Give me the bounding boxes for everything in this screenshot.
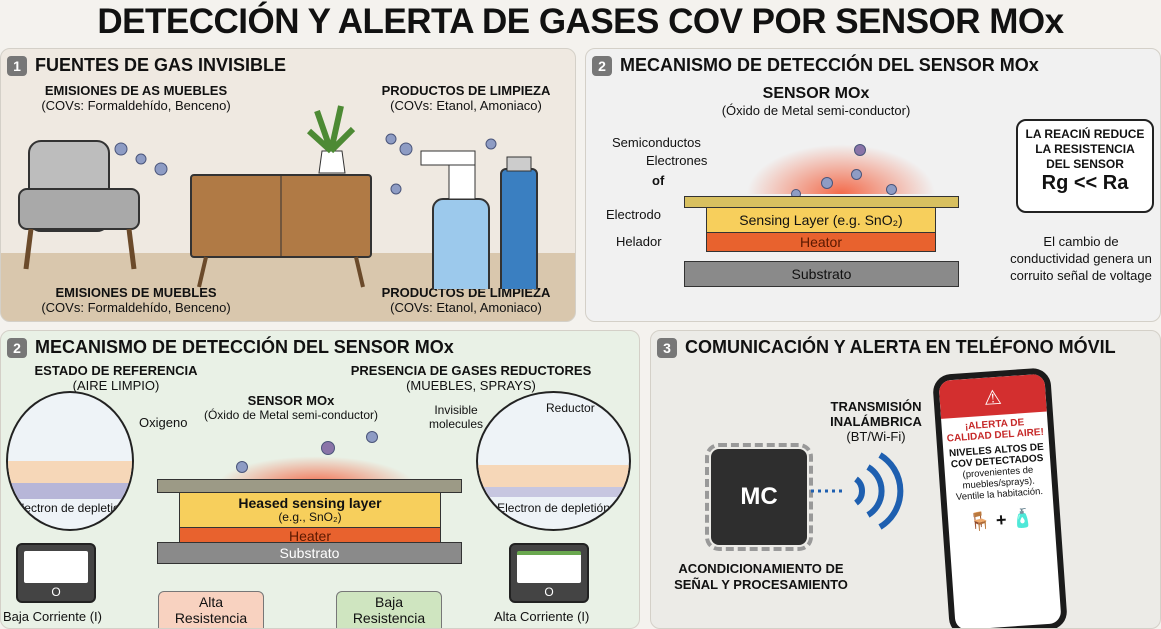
label: (COVs: Etanol, Amoniaco) — [390, 98, 542, 113]
transmission-sub: (BT/Wi-Fi) — [846, 429, 906, 444]
substrate-layer: Substrato — [157, 542, 462, 564]
sensing-layer: Sensing Layer (e.g. SnO₂) — [706, 207, 936, 233]
meter-mark: O — [544, 585, 554, 599]
label-electrode: Electrodo — [606, 207, 661, 222]
conductivity-note: El cambio de conductividad genera un cor… — [1010, 234, 1152, 283]
surface-layer — [478, 465, 629, 487]
phone: ⚠ ¡ALERTA DE CALIDAD DEL AIRE! NIVELES A… — [932, 367, 1068, 628]
gas-molecules-icon — [114, 133, 497, 195]
plant-icon — [306, 105, 356, 174]
label-reductor: Reductor — [546, 401, 595, 415]
molecule-icon — [321, 441, 335, 455]
microcontroller-chip: MC — [705, 443, 813, 551]
label: PRODUCTOS DE LIMPIEZA — [381, 83, 551, 98]
aerosol-can-icon — [500, 156, 538, 289]
sensor-title: SENSOR MOx — [762, 85, 870, 102]
panel-gas-sources: 1 FUENTES DE GAS INVISIBLE EMISIONES DE A… — [0, 48, 576, 322]
transmission-label: TRANSMISIÓN INALÁMBRICA — [830, 399, 922, 429]
molecule-icon — [821, 177, 833, 189]
surface-layer — [8, 461, 132, 483]
label: (COVs: Etanol, Amoniaco) — [390, 300, 542, 315]
depletion-label: Electron de depletion — [13, 501, 127, 515]
sensor-title: SENSOR MOx — [247, 393, 335, 408]
label-of: of — [652, 173, 665, 188]
label: ESTADO DE REFERENCIA — [34, 363, 198, 378]
panel-communication: 3 COMUNICACIÓN Y ALERTA EN TELÉFONO MÓVIL… — [650, 330, 1161, 629]
label-oxygen: Oxigeno — [139, 415, 188, 430]
substrate-layer: Substrato — [684, 261, 959, 287]
high-current-label: Alta Corriente (I) — [494, 609, 590, 624]
depletion-label: Electron de depletión — [497, 501, 610, 515]
step-number: 2 — [592, 55, 612, 76]
ammeter-high: O — [509, 543, 589, 603]
sensing-layer-label: Heased sensing layer — [238, 495, 382, 511]
low-resistance-badge: Baja Resistencia (R) — [336, 591, 442, 628]
clean-air-zoom: Electron de depletion — [6, 391, 134, 531]
low-current-label: Baja Corriente (I) — [3, 609, 102, 624]
armchair-icon: 🪑 — [967, 510, 992, 533]
label: PRESENCIA DE GASES REDUCTORES — [350, 363, 592, 378]
label: EMISIONES DE AS MUEBLES — [44, 83, 228, 98]
label: (AIRE LIMPIO) — [72, 378, 160, 393]
electrode-strip — [157, 479, 462, 493]
wifi-signal-icon — [811, 452, 904, 530]
ammeter-low: O — [16, 543, 96, 603]
processing-label: ACONDICIONAMIENTO DE SEÑAL Y PROCESAMIEN… — [674, 561, 848, 592]
furniture-illustration — [18, 105, 538, 289]
label-heater: Helador — [616, 234, 662, 249]
reducing-gas-zoom: Reductor Electron de depletión — [476, 391, 631, 531]
heat-glow — [746, 144, 936, 194]
resistance-callout: LA REACIŃ REDUCE LA RESISTENCIA DEL SENS… — [1016, 119, 1154, 213]
panel-sensor-mechanism: 2 MECANISMO DE DETECCIÓN DEL SENSOR MOx S… — [585, 48, 1161, 322]
panel-title: FUENTES DE GAS INVISIBLE — [35, 55, 287, 75]
step-number: 3 — [657, 337, 677, 358]
label-semiconductor: Semiconductos — [612, 135, 701, 150]
meter-mark: O — [51, 585, 61, 599]
panel-title: COMUNICACIÓN Y ALERTA EN TELÉFONO MÓVIL — [685, 337, 1116, 357]
sensor-subtitle: (Óxido de Metal semi-conductor) — [203, 408, 379, 422]
sensing-layer-sub: (e.g., SnO₂) — [278, 510, 342, 524]
label-invisible-molecules: Invisible molecules — [428, 403, 484, 431]
label: (MUEBLES, SPRAYS) — [406, 378, 536, 393]
molecule-icon — [851, 169, 862, 180]
molecule-icon — [886, 184, 897, 195]
label: (COVs: Formaldehído, Benceno) — [41, 98, 231, 113]
panel-sensor-states: 2 MECANISMO DE DETECCIÓN DEL SENSOR MOx E… — [0, 330, 640, 629]
label: (COVs: Formaldehído, Benceno) — [41, 300, 231, 315]
spray-bottle-icon — [420, 150, 490, 289]
step-number: 1 — [7, 55, 27, 76]
high-resistance-badge: Alta Resistencia (R) — [158, 591, 264, 628]
resistance-formula: Rg << Ra — [1041, 172, 1129, 194]
cabinet-icon — [190, 174, 372, 288]
sensing-layer: Heased sensing layer(e.g., SnO₂) — [179, 492, 441, 528]
panel-title: MECANISMO DE DETECCIÓN DEL SENSOR MOx — [620, 55, 1039, 75]
label-electrons: Electrones — [646, 153, 708, 168]
molecule-icon — [236, 461, 248, 473]
step-number: 2 — [7, 337, 27, 358]
page-title: DETECCIÓN Y ALERTA DE GASES COV POR SENS… — [97, 2, 1064, 41]
callout-text: LA REACIŃ REDUCE LA RESISTENCIA DEL SENS… — [1025, 127, 1145, 171]
heater-layer: Heator — [706, 232, 936, 252]
spray-bottle-icon: 🧴 — [1010, 507, 1035, 530]
depletion-layer — [8, 483, 132, 499]
sensor-subtitle: (Óxido de Metal semi-conductor) — [721, 103, 911, 118]
armchair-icon — [18, 140, 140, 270]
molecule-icon — [366, 431, 378, 443]
label: EMISIONES DE MUEBLES — [55, 285, 217, 300]
molecule-icon — [854, 144, 866, 156]
plus-sign: + — [995, 509, 1008, 531]
panel-title: MECANISMO DE DETECCIÓN DEL SENSOR MOx — [35, 337, 454, 357]
depletion-layer — [478, 487, 629, 497]
